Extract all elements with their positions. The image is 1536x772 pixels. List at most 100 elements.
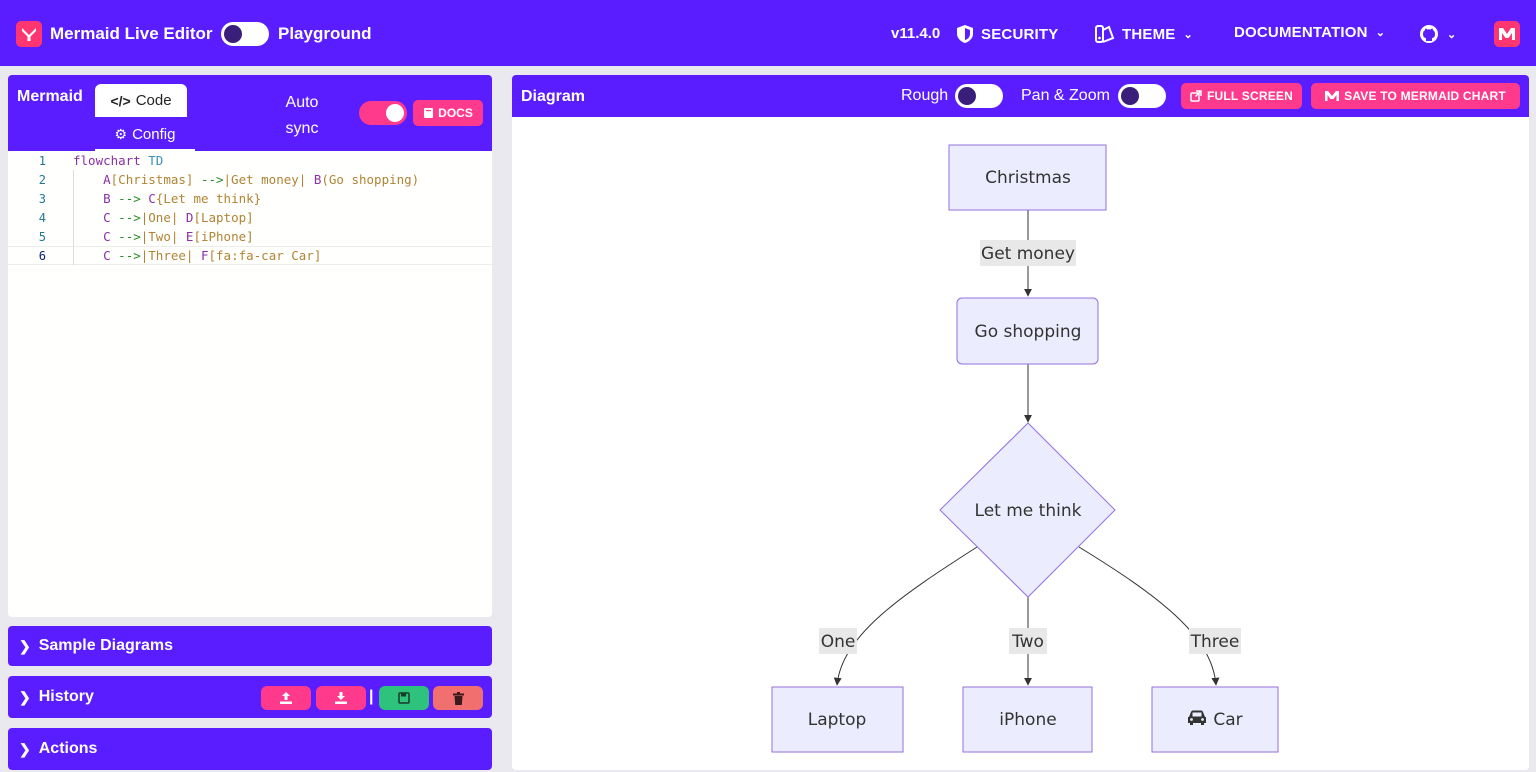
node-christmas-label: Christmas bbox=[985, 168, 1071, 188]
car-icon bbox=[1188, 710, 1206, 725]
autosync-label-line1: Auto bbox=[285, 94, 319, 111]
docs-button[interactable]: DOCS bbox=[413, 100, 483, 126]
download-button[interactable] bbox=[316, 686, 366, 710]
code-icon: </> bbox=[110, 92, 131, 109]
divider: | bbox=[369, 688, 374, 705]
edge-label-two: Two bbox=[1011, 632, 1044, 652]
node-let-me-think[interactable]: Let me think bbox=[939, 422, 1116, 598]
chevron-down-icon: ⌄ bbox=[1183, 28, 1193, 41]
documentation-label: DOCUMENTATION bbox=[1234, 24, 1368, 41]
theme-menu[interactable]: THEME ⌄ bbox=[1094, 24, 1193, 44]
rough-label: Rough bbox=[901, 87, 949, 104]
pan-zoom-label: Pan & Zoom bbox=[1021, 87, 1110, 104]
history-section[interactable]: ❯ History | bbox=[8, 676, 492, 718]
autosync-label-line2: sync bbox=[285, 120, 319, 137]
line-number: 6 bbox=[38, 248, 46, 263]
upload-icon bbox=[280, 692, 292, 704]
delete-history-button[interactable] bbox=[433, 686, 483, 710]
app-title[interactable]: Mermaid Live Editor bbox=[50, 24, 213, 43]
code-line[interactable]: 4 C -->|One| D[Laptop] bbox=[8, 208, 492, 227]
tab-code[interactable]: </> Code bbox=[95, 84, 187, 117]
tab-config[interactable]: ⚙ Config bbox=[95, 119, 195, 151]
edge-christmas-shopping: Get money bbox=[980, 210, 1076, 297]
external-link-icon bbox=[1190, 90, 1202, 102]
node-christmas[interactable]: Christmas bbox=[948, 144, 1107, 211]
rough-toggle[interactable] bbox=[955, 84, 1003, 108]
node-think-label: Let me think bbox=[975, 501, 1082, 521]
node-car[interactable]: Car bbox=[1151, 686, 1279, 753]
github-menu[interactable]: ⌄ bbox=[1419, 24, 1456, 44]
mermaid-chart-logo-icon[interactable] bbox=[1494, 21, 1520, 47]
diagram-title: Diagram bbox=[521, 88, 586, 105]
playground-toggle[interactable] bbox=[221, 22, 269, 46]
code-line[interactable]: 3 B --> C{Let me think} bbox=[8, 189, 492, 208]
editor-title: Mermaid bbox=[17, 88, 83, 105]
edge-think-laptop: One bbox=[819, 546, 978, 686]
node-laptop-label: Laptop bbox=[808, 710, 867, 730]
sample-diagrams-section[interactable]: ❯ Sample Diagrams bbox=[8, 626, 492, 666]
node-shopping-label: Go shopping bbox=[975, 322, 1082, 342]
actions-label: Actions bbox=[38, 740, 98, 757]
node-laptop[interactable]: Laptop bbox=[771, 686, 904, 753]
editor-header: Mermaid </> Code ⚙ Config Auto sync DOCS bbox=[8, 75, 492, 151]
flowchart-diagram[interactable]: Get money One Two Three Christmas Go sho… bbox=[512, 117, 1529, 770]
code-text: C -->|Two| E[iPhone] bbox=[103, 229, 254, 244]
line-number: 3 bbox=[38, 191, 46, 206]
chevron-right-icon: ❯ bbox=[19, 688, 31, 705]
code-line[interactable]: 5 C -->|Two| E[iPhone] bbox=[8, 227, 492, 246]
chevron-down-icon: ⌄ bbox=[1447, 28, 1457, 41]
code-text: C -->|Three| F[fa:fa-car Car] bbox=[103, 248, 322, 263]
save-chart-label: SAVE TO MERMAID CHART bbox=[1344, 89, 1506, 103]
actions-section[interactable]: ❯ Actions bbox=[8, 728, 492, 770]
autosync-toggle[interactable] bbox=[359, 101, 407, 125]
line-number: 4 bbox=[38, 210, 46, 225]
trash-icon bbox=[452, 691, 464, 705]
line-number: 5 bbox=[38, 229, 46, 244]
editor-panel: Mermaid </> Code ⚙ Config Auto sync DOCS… bbox=[8, 75, 492, 617]
tab-code-label: Code bbox=[135, 92, 172, 109]
github-icon bbox=[1420, 25, 1438, 43]
save-to-mermaid-chart-button[interactable]: SAVE TO MERMAID CHART bbox=[1311, 83, 1520, 109]
tab-config-label: Config bbox=[132, 125, 176, 143]
diagram-header: Diagram Rough Pan & Zoom FULL SCREEN SAV… bbox=[512, 75, 1529, 117]
edge-think-iphone: Two bbox=[1009, 597, 1047, 686]
security-link[interactable]: SECURITY bbox=[955, 24, 1058, 44]
history-label: History bbox=[38, 688, 94, 705]
code-line[interactable]: 6 C -->|Three| F[fa:fa-car Car] bbox=[8, 246, 492, 265]
save-icon bbox=[398, 692, 410, 704]
chevron-right-icon: ❯ bbox=[19, 740, 31, 757]
full-screen-button[interactable]: FULL SCREEN bbox=[1181, 83, 1302, 109]
documentation-menu[interactable]: DOCUMENTATION ⌄ bbox=[1234, 24, 1385, 41]
palette-icon bbox=[1095, 25, 1115, 43]
node-iphone[interactable]: iPhone bbox=[962, 686, 1093, 753]
top-navbar: Mermaid Live Editor Playground v11.4.0 S… bbox=[0, 0, 1536, 66]
chevron-right-icon: ❯ bbox=[19, 637, 31, 654]
mermaid-logo-icon[interactable] bbox=[16, 21, 42, 47]
pan-zoom-toggle[interactable] bbox=[1118, 84, 1166, 108]
full-screen-label: FULL SCREEN bbox=[1207, 89, 1293, 103]
code-line[interactable]: 2 A[Christmas] -->|Get money| B(Go shopp… bbox=[8, 170, 492, 189]
node-go-shopping[interactable]: Go shopping bbox=[956, 297, 1099, 365]
node-car-label: Car bbox=[1213, 710, 1242, 730]
autosync-label: Auto sync bbox=[284, 90, 320, 142]
sample-diagrams-label: Sample Diagrams bbox=[38, 637, 174, 654]
download-icon bbox=[335, 692, 347, 704]
upload-button[interactable] bbox=[261, 686, 311, 710]
shield-icon bbox=[957, 25, 973, 43]
security-label: SECURITY bbox=[981, 25, 1059, 43]
edge-label-one: One bbox=[821, 632, 856, 652]
version-label: v11.4.0 bbox=[891, 25, 941, 42]
edge-label-three: Three bbox=[1190, 632, 1240, 652]
code-text: flowchart TD bbox=[73, 153, 164, 168]
gears-icon: ⚙ bbox=[114, 125, 128, 142]
code-text: A[Christmas] -->|Get money| B(Go shoppin… bbox=[103, 172, 420, 187]
theme-label: THEME bbox=[1122, 25, 1176, 43]
docs-label: DOCS bbox=[438, 106, 473, 120]
node-iphone-label: iPhone bbox=[999, 710, 1056, 730]
code-text: B --> C{Let me think} bbox=[103, 191, 262, 206]
book-icon bbox=[424, 108, 434, 118]
edge-think-car: Three bbox=[1078, 546, 1241, 686]
save-history-button[interactable] bbox=[379, 686, 429, 710]
